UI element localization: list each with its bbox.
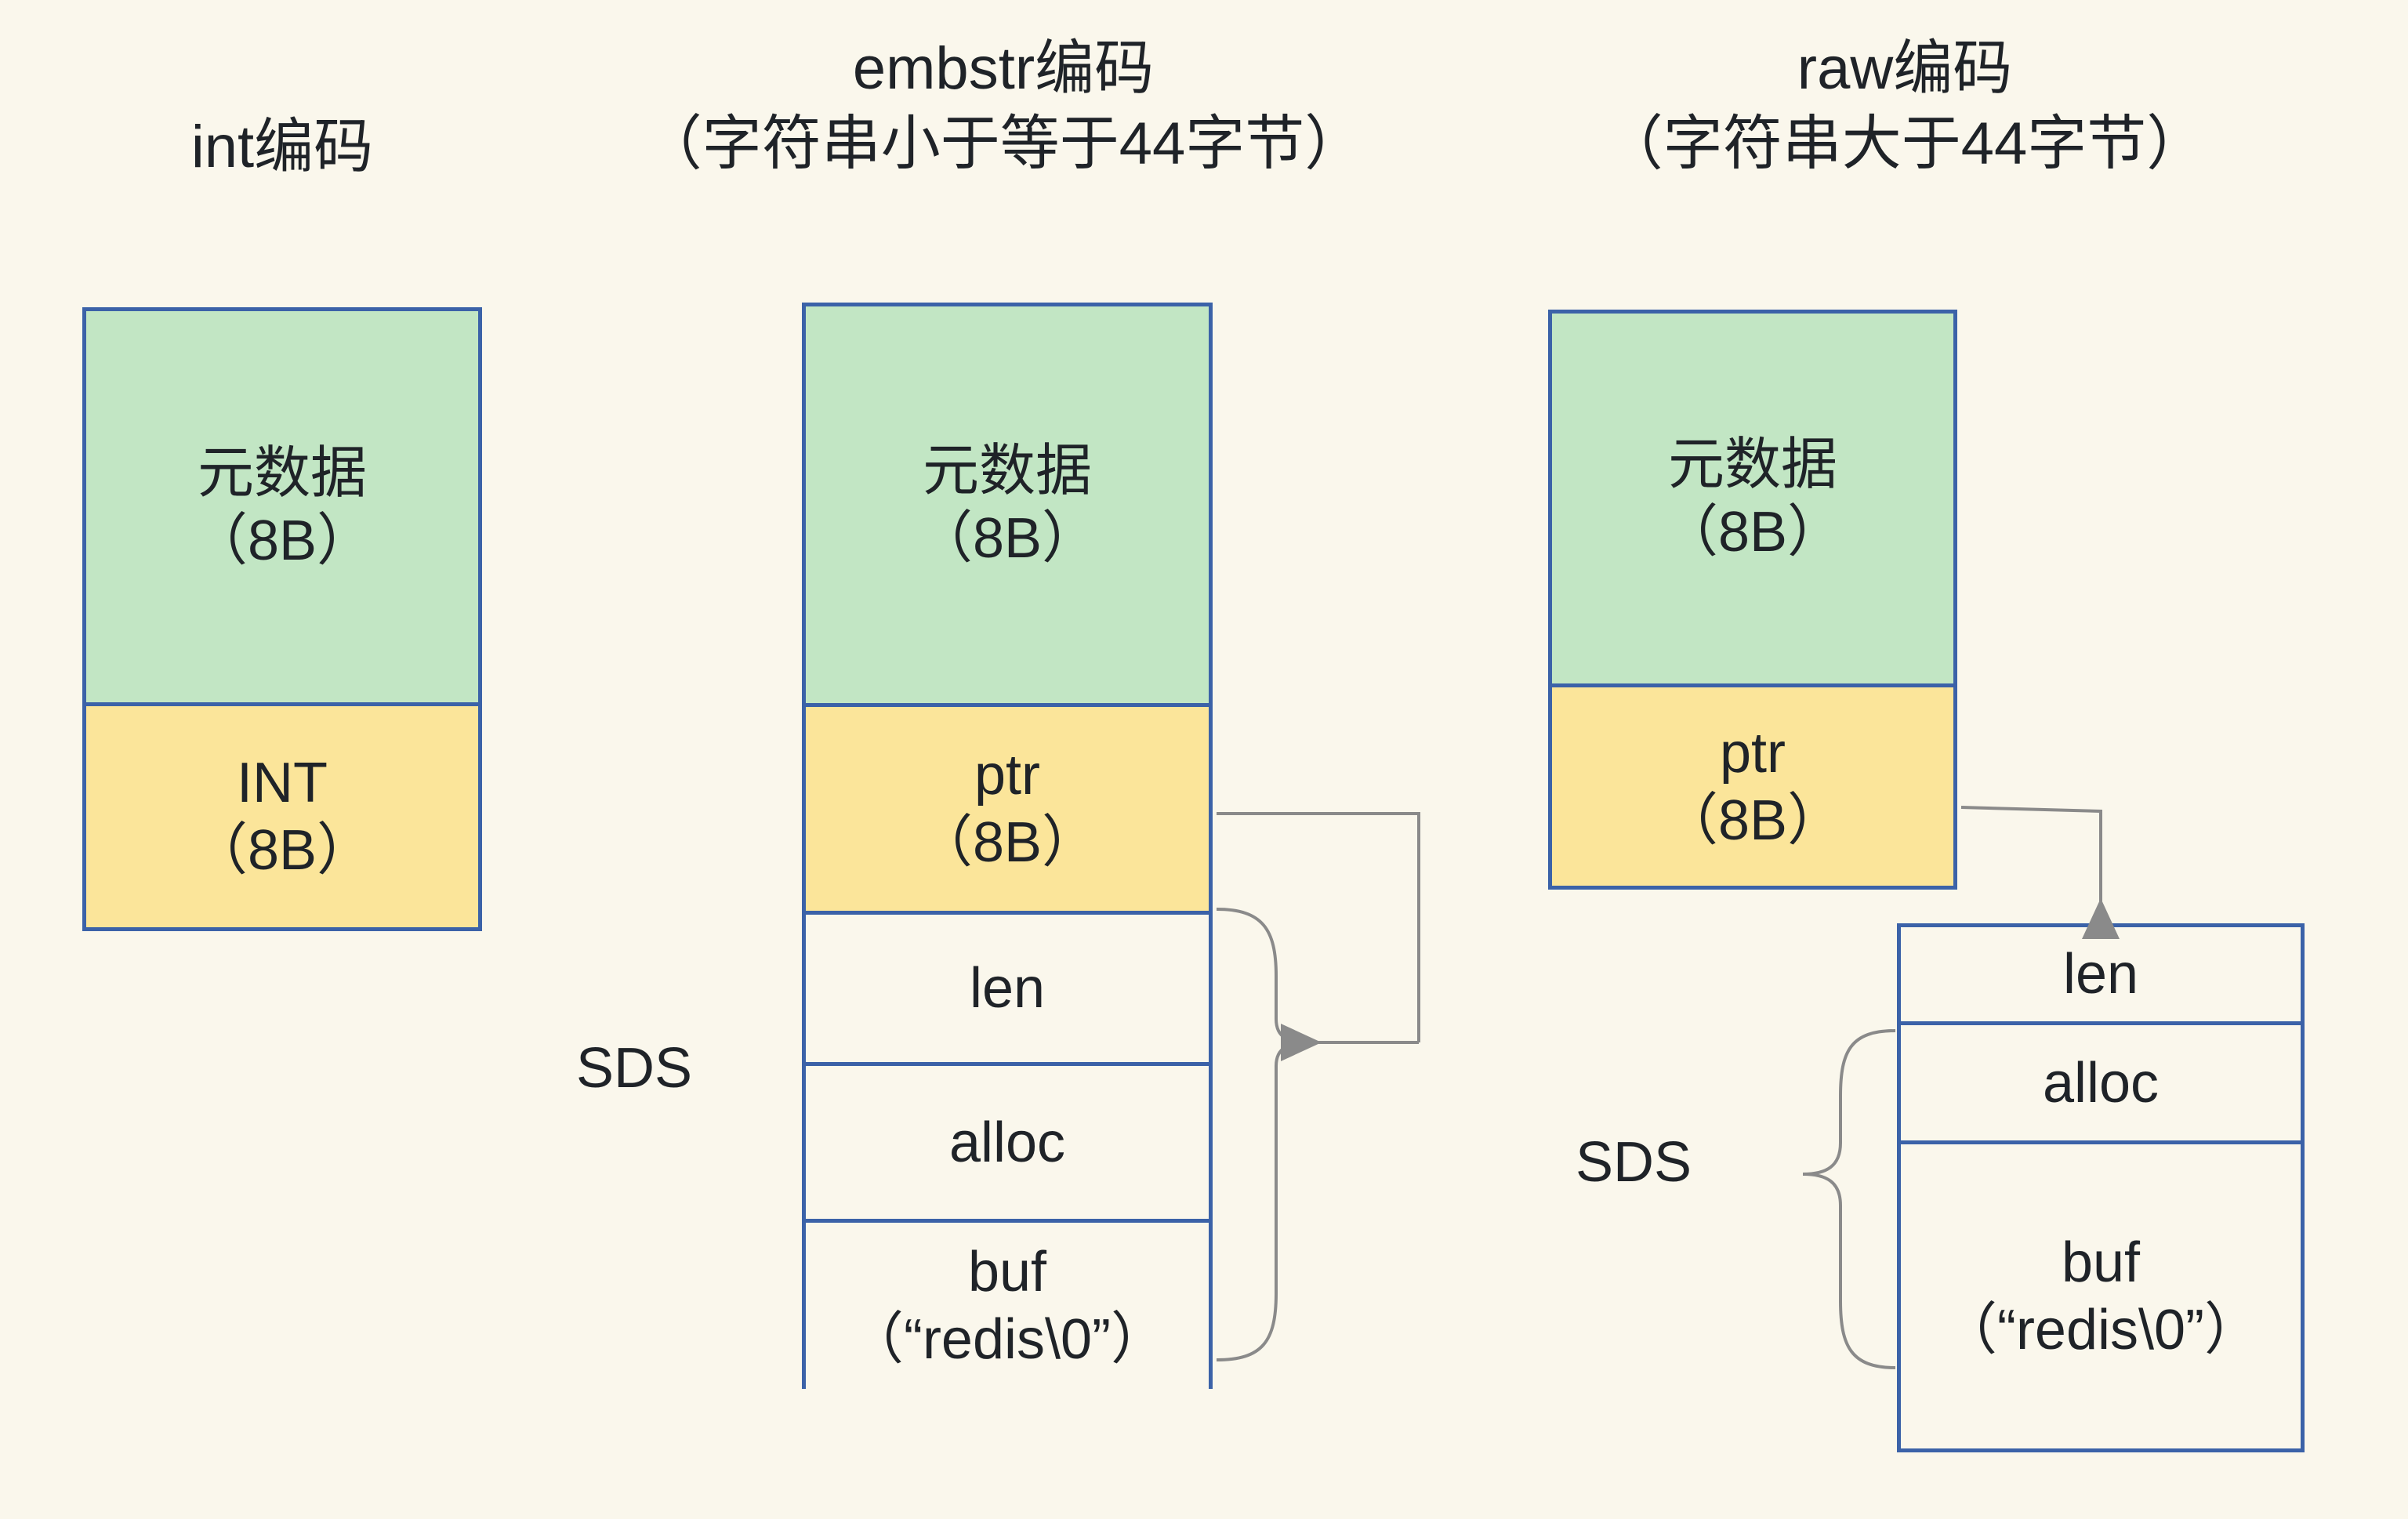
raw-sds-brace [1802,1029,1896,1369]
embstr-buf-cell: buf （“redis\0”） [806,1219,1209,1389]
embstr-sds-brace [1216,908,1310,1361]
embstr-object-box: 元数据 （8B） ptr （8B） len alloc buf （“redis\… [802,303,1213,1389]
raw-ptr-connector [1960,806,2120,939]
header-int-encoding: int编码 [190,114,374,180]
embstr-alloc-cell: alloc [806,1062,1209,1219]
raw-object-box: 元数据 （8B） ptr （8B） [1548,310,1957,890]
raw-buf-cell: buf （“redis\0”） [1901,1140,2301,1448]
embstr-ptr-connector [1217,812,1420,1061]
raw-ptr-cell: ptr （8B） [1552,683,1953,886]
int-metadata-cell: 元数据 （8B） [86,311,478,702]
embstr-metadata-cell: 元数据 （8B） [806,306,1209,703]
embstr-len-cell: len [806,911,1209,1062]
embstr-sds-label: SDS [576,1037,693,1100]
int-value-cell: INT （8B） [86,702,478,927]
raw-metadata-cell: 元数据 （8B） [1552,314,1953,683]
int-object-box: 元数据 （8B） INT （8B） [82,307,482,931]
raw-sds-label: SDS [1576,1131,1692,1194]
header-embstr-encoding: embstr编码 （字符串小于等于44字节） [642,35,1365,177]
raw-sds-box: len alloc buf （“redis\0”） [1897,923,2305,1452]
raw-alloc-cell: alloc [1901,1021,2301,1140]
header-raw-encoding: raw编码 （字符串大于44字节） [1603,35,2207,177]
embstr-ptr-cell: ptr （8B） [806,703,1209,911]
raw-len-cell: len [1901,927,2301,1021]
